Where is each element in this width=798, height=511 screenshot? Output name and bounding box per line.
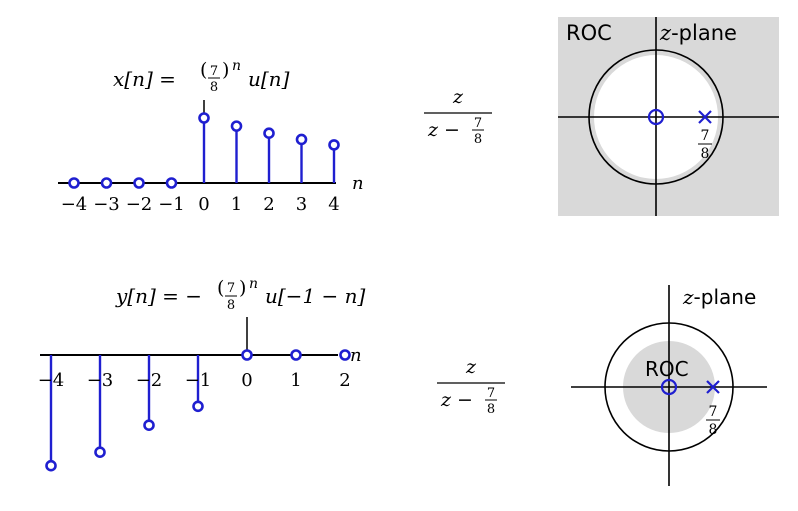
stem-marker [230, 120, 243, 132]
svg-text:8: 8 [210, 80, 218, 95]
tick-label: −3 [93, 194, 120, 215]
svg-text:7: 7 [487, 386, 495, 401]
svg-text:8: 8 [487, 402, 495, 417]
stem-marker [94, 446, 106, 459]
stem-marker [143, 419, 155, 432]
svg-text:u[n]: u[n] [248, 67, 290, 91]
top-pole-num: 7 [701, 128, 710, 144]
top-stems [68, 112, 340, 189]
tick-label: 3 [296, 194, 307, 215]
top-roc-label: ROC [566, 21, 612, 45]
stem-marker [68, 177, 80, 189]
tick-label: −1 [158, 194, 185, 215]
top-axis-var: n [352, 173, 364, 194]
stem-marker [295, 133, 308, 146]
stem-marker [263, 127, 275, 140]
top-signal-label: x[n] = [113, 67, 176, 91]
tick-label: 0 [198, 194, 209, 215]
stem-marker [198, 112, 210, 124]
stem-marker [192, 400, 204, 413]
bottom-tick-labels: −4 −3 −2 −1 0 1 2 [38, 370, 351, 391]
top-zero-marker [647, 108, 665, 126]
stem-marker [45, 459, 57, 472]
tick-label: −3 [87, 370, 114, 391]
stem-marker [133, 177, 145, 189]
top-transform: z z − 7 8 [424, 86, 492, 147]
svg-text:(: ( [200, 59, 207, 81]
top-transform-num: z [452, 86, 464, 108]
top-pole-den: 8 [701, 146, 710, 162]
bottom-pole-num: 7 [709, 404, 718, 420]
svg-text:u[−1 − n]: u[−1 − n] [265, 284, 366, 308]
tick-label: 1 [231, 194, 242, 215]
top-transform-den: z − [427, 119, 460, 141]
svg-text:8: 8 [474, 132, 482, 147]
tick-label: −1 [185, 370, 212, 391]
tick-label: −2 [126, 194, 153, 215]
bottom-transform-den: z − [440, 389, 473, 411]
top-zplane: 7 8 ROC z-plane [558, 17, 779, 216]
tick-label: 1 [290, 370, 301, 391]
bottom-roc-label: ROC [645, 357, 689, 381]
bottom-axis-var: n [350, 345, 362, 366]
stem-marker [100, 177, 113, 189]
tick-label: −2 [136, 370, 163, 391]
bottom-pole-den: 8 [709, 422, 718, 438]
bottom-transform-num: z [465, 356, 477, 378]
svg-text:): ) [239, 277, 246, 299]
tick-label: 0 [241, 370, 252, 391]
stem-marker [328, 139, 340, 151]
stem-marker [339, 349, 351, 361]
svg-text:7: 7 [210, 64, 218, 79]
top-pole-marker [698, 110, 712, 124]
svg-text:): ) [222, 59, 229, 81]
bottom-zplane-label: z-plane [682, 285, 756, 309]
svg-text:7: 7 [474, 116, 482, 131]
stem-marker [165, 177, 178, 189]
bottom-signal-plot: y[n] = − ( 7 8 ) n u[−1 − n] n −4 −3 −2 −1 0… [38, 276, 366, 472]
bottom-signal-fraction: ( 7 8 ) n u[−1 − n] [217, 276, 366, 313]
bottom-pole-marker [706, 380, 720, 394]
top-signal-fraction: ( 7 8 ) n u[n] [200, 58, 290, 95]
stem-marker [241, 349, 253, 361]
tick-label: 2 [339, 370, 350, 391]
svg-text:8: 8 [227, 298, 235, 313]
bottom-signal-label: y[n] = − [115, 284, 202, 308]
stem-marker [290, 349, 302, 361]
tick-label: 2 [263, 194, 274, 215]
bottom-zero-marker [660, 378, 678, 396]
top-zplane-label: z-plane [659, 21, 737, 45]
tick-label: 4 [328, 194, 339, 215]
svg-text:(: ( [217, 277, 224, 299]
svg-text:n: n [249, 276, 258, 292]
svg-text:7: 7 [227, 281, 235, 296]
svg-text:n: n [232, 58, 241, 74]
bottom-zplane: 7 8 ROC z-plane [571, 285, 767, 486]
bottom-stems [45, 349, 351, 472]
bottom-transform: z z − 7 8 [437, 356, 505, 417]
tick-label: −4 [61, 194, 88, 215]
tick-label: −4 [38, 370, 65, 391]
